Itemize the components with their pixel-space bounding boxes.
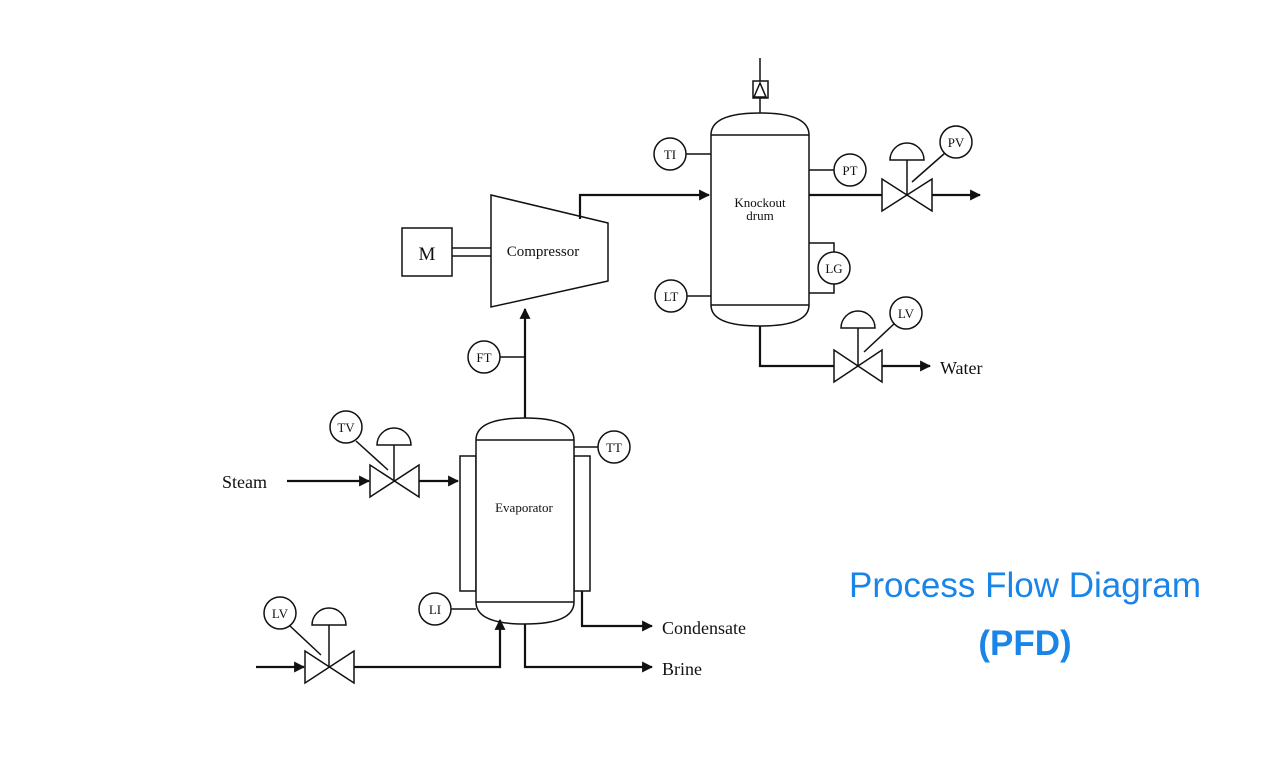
instrument-tt: TT	[597, 430, 631, 464]
instrument-lv-drum: LV	[889, 296, 923, 330]
control-valve-icon	[369, 427, 420, 499]
instrument-lv-feed: LV	[263, 596, 297, 630]
feed-line	[354, 618, 506, 669]
stream-label-steam: Steam	[222, 472, 267, 492]
compressor-label: Compressor	[507, 244, 580, 260]
knockout-drum-label-1: Knockout	[734, 195, 786, 210]
motor: M	[401, 227, 453, 277]
instrument-lg: LG	[817, 251, 851, 285]
evaporator: Evaporator	[459, 417, 591, 625]
relief-valve-icon	[752, 58, 769, 113]
stream-label-brine: Brine	[662, 659, 702, 679]
diagram-title: Process Flow Diagram	[848, 566, 1202, 605]
instrument-lt-label: LT	[664, 289, 679, 304]
instrument-ft-label: FT	[476, 350, 491, 365]
instrument-lg-label: LG	[825, 261, 842, 276]
instrument-pt: PT	[833, 153, 867, 187]
stream-label-condensate: Condensate	[662, 618, 746, 638]
compressor: Compressor	[490, 194, 609, 308]
instrument-pv-label: PV	[948, 135, 965, 150]
knockout-drum-label-2: drum	[746, 208, 773, 223]
control-valve-icon	[304, 607, 355, 685]
instrument-li-label: LI	[429, 602, 441, 617]
instrument-tt-label: TT	[606, 440, 622, 455]
instrument-lv-feed-label: LV	[272, 606, 289, 621]
motor-label: M	[419, 244, 436, 265]
knockout-drum: Knockout drum	[710, 112, 810, 327]
stream-label-water: Water	[940, 358, 983, 378]
control-valve-icon	[881, 142, 933, 213]
control-valve-icon	[833, 310, 883, 384]
instrument-tv: TV	[329, 410, 363, 444]
drum-liquid-line	[758, 326, 834, 368]
instrument-lt: LT	[654, 279, 688, 313]
evaporator-label: Evaporator	[495, 500, 553, 515]
instrument-ti-label: TI	[664, 147, 676, 162]
instrument-pt-label: PT	[842, 163, 857, 178]
instrument-pv: PV	[939, 125, 973, 159]
brine-line	[523, 624, 654, 673]
instrument-ti: TI	[653, 137, 687, 171]
instrument-ft: FT	[467, 340, 501, 374]
motor-shaft	[452, 247, 491, 257]
diagram-subtitle: (PFD)	[978, 624, 1072, 663]
condensate-line	[580, 591, 654, 632]
compressor-discharge-line	[578, 189, 711, 219]
instrument-li: LI	[418, 592, 452, 626]
instrument-tv-label: TV	[337, 420, 355, 435]
instrument-lv-drum-label: LV	[898, 306, 915, 321]
